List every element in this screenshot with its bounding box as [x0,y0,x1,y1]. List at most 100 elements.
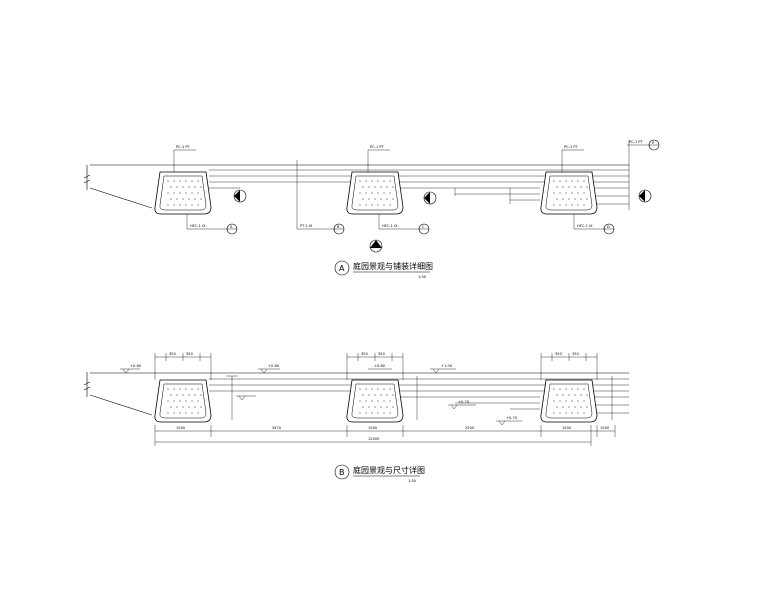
soil-dot [176,186,178,188]
soil-dot [574,406,576,408]
soil-dot [200,406,202,408]
callout-top-1: PC-1 PT [176,145,191,149]
soil-dot [586,394,588,396]
leader-line [173,149,196,172]
planter-3 [540,171,598,215]
soil-dot [359,412,361,414]
soil-dot [580,394,582,396]
soil-dot [191,180,193,182]
soil-dot [200,186,202,188]
elevation-marker-6: +0.70 [496,416,522,426]
view-b-title-text: 庭园景观与尺寸详图 [353,465,425,475]
dim-top-2: 350 [186,352,194,356]
soil-dot [200,394,202,396]
soil-dot [562,198,564,200]
ground-slope-line [89,187,153,209]
soil-dot [377,192,379,194]
soil-dot [173,388,175,390]
soil-dot [565,192,567,194]
soil-dot [383,192,385,194]
leader-line [561,149,584,172]
svg-text:B: B [337,225,340,229]
soil-dot [553,192,555,194]
soil-dot [553,180,555,182]
soil-dot [176,198,178,200]
soil-dot [185,192,187,194]
section-arrow-4 [369,239,383,253]
soil-dot [359,400,361,402]
view-a-title-text: 庭园景观与铺装详细图 [353,261,433,271]
soil-dot [383,180,385,182]
soil-dot [191,412,193,414]
soil-dot [359,388,361,390]
soil-dot [380,406,382,408]
soil-dot [389,388,391,390]
soil-dot [392,198,394,200]
soil-dot [580,198,582,200]
soil-dot [374,186,376,188]
detail-marker-5: E [648,139,660,151]
planting-soil-dots [167,180,588,414]
soil-dot [359,204,361,206]
soil-dot [197,400,199,402]
soil-dot [377,412,379,414]
dim-bottom-6: 1500 [600,426,610,430]
soil-dot [167,388,169,390]
dim-chain-total [155,425,592,446]
soil-dot [170,198,172,200]
soil-dot [170,394,172,396]
view-a-marker: A [339,264,345,273]
break-line [83,372,91,397]
soil-dot [362,186,364,188]
soil-dot [559,400,561,402]
soil-dot [185,400,187,402]
view-b-title: B 庭园景观与尺寸详图 1:50 [334,464,425,483]
soil-dot [562,186,564,188]
dim-top-3: 350 [361,352,369,356]
soil-dot [574,394,576,396]
soil-dot [559,204,561,206]
soil-dot [368,406,370,408]
soil-dot [571,388,573,390]
soil-dot [565,204,567,206]
dim-top-5: 350 [555,352,563,356]
soil-dot [173,180,175,182]
soil-dot [368,394,370,396]
soil-dot [556,198,558,200]
soil-dot [359,192,361,194]
soil-dot [197,388,199,390]
soil-dot [559,192,561,194]
soil-dot [179,388,181,390]
planter-1-b [154,379,212,423]
soil-dot [374,198,376,200]
soil-dot [182,394,184,396]
section-arrow-3 [638,189,652,203]
soil-dot [173,204,175,206]
dim-chain-top-1 [154,353,212,380]
soil-dot [562,394,564,396]
soil-dot [371,192,373,194]
soil-dot [197,412,199,414]
soil-dot [191,400,193,402]
soil-dot [182,186,184,188]
soil-dot [191,388,193,390]
svg-text:+0.70: +0.70 [506,416,518,420]
soil-dot [565,388,567,390]
soil-dot [365,412,367,414]
soil-dot [173,192,175,194]
dim-chain-top-2 [346,353,404,380]
soil-dot [368,186,370,188]
soil-dot [389,180,391,182]
soil-dot [392,406,394,408]
soil-dot [389,192,391,194]
callout-bottom-4: HFC-1 IX [577,224,593,228]
elevation-marker-1: +0.80 [120,364,142,374]
soil-dot [562,406,564,408]
soil-dot [568,186,570,188]
soil-dot [583,412,585,414]
dim-bottom-3: 1500 [368,426,378,430]
callout-bottom-2: PT-1 IX [300,224,313,228]
soil-dot [556,186,558,188]
soil-dot [583,400,585,402]
